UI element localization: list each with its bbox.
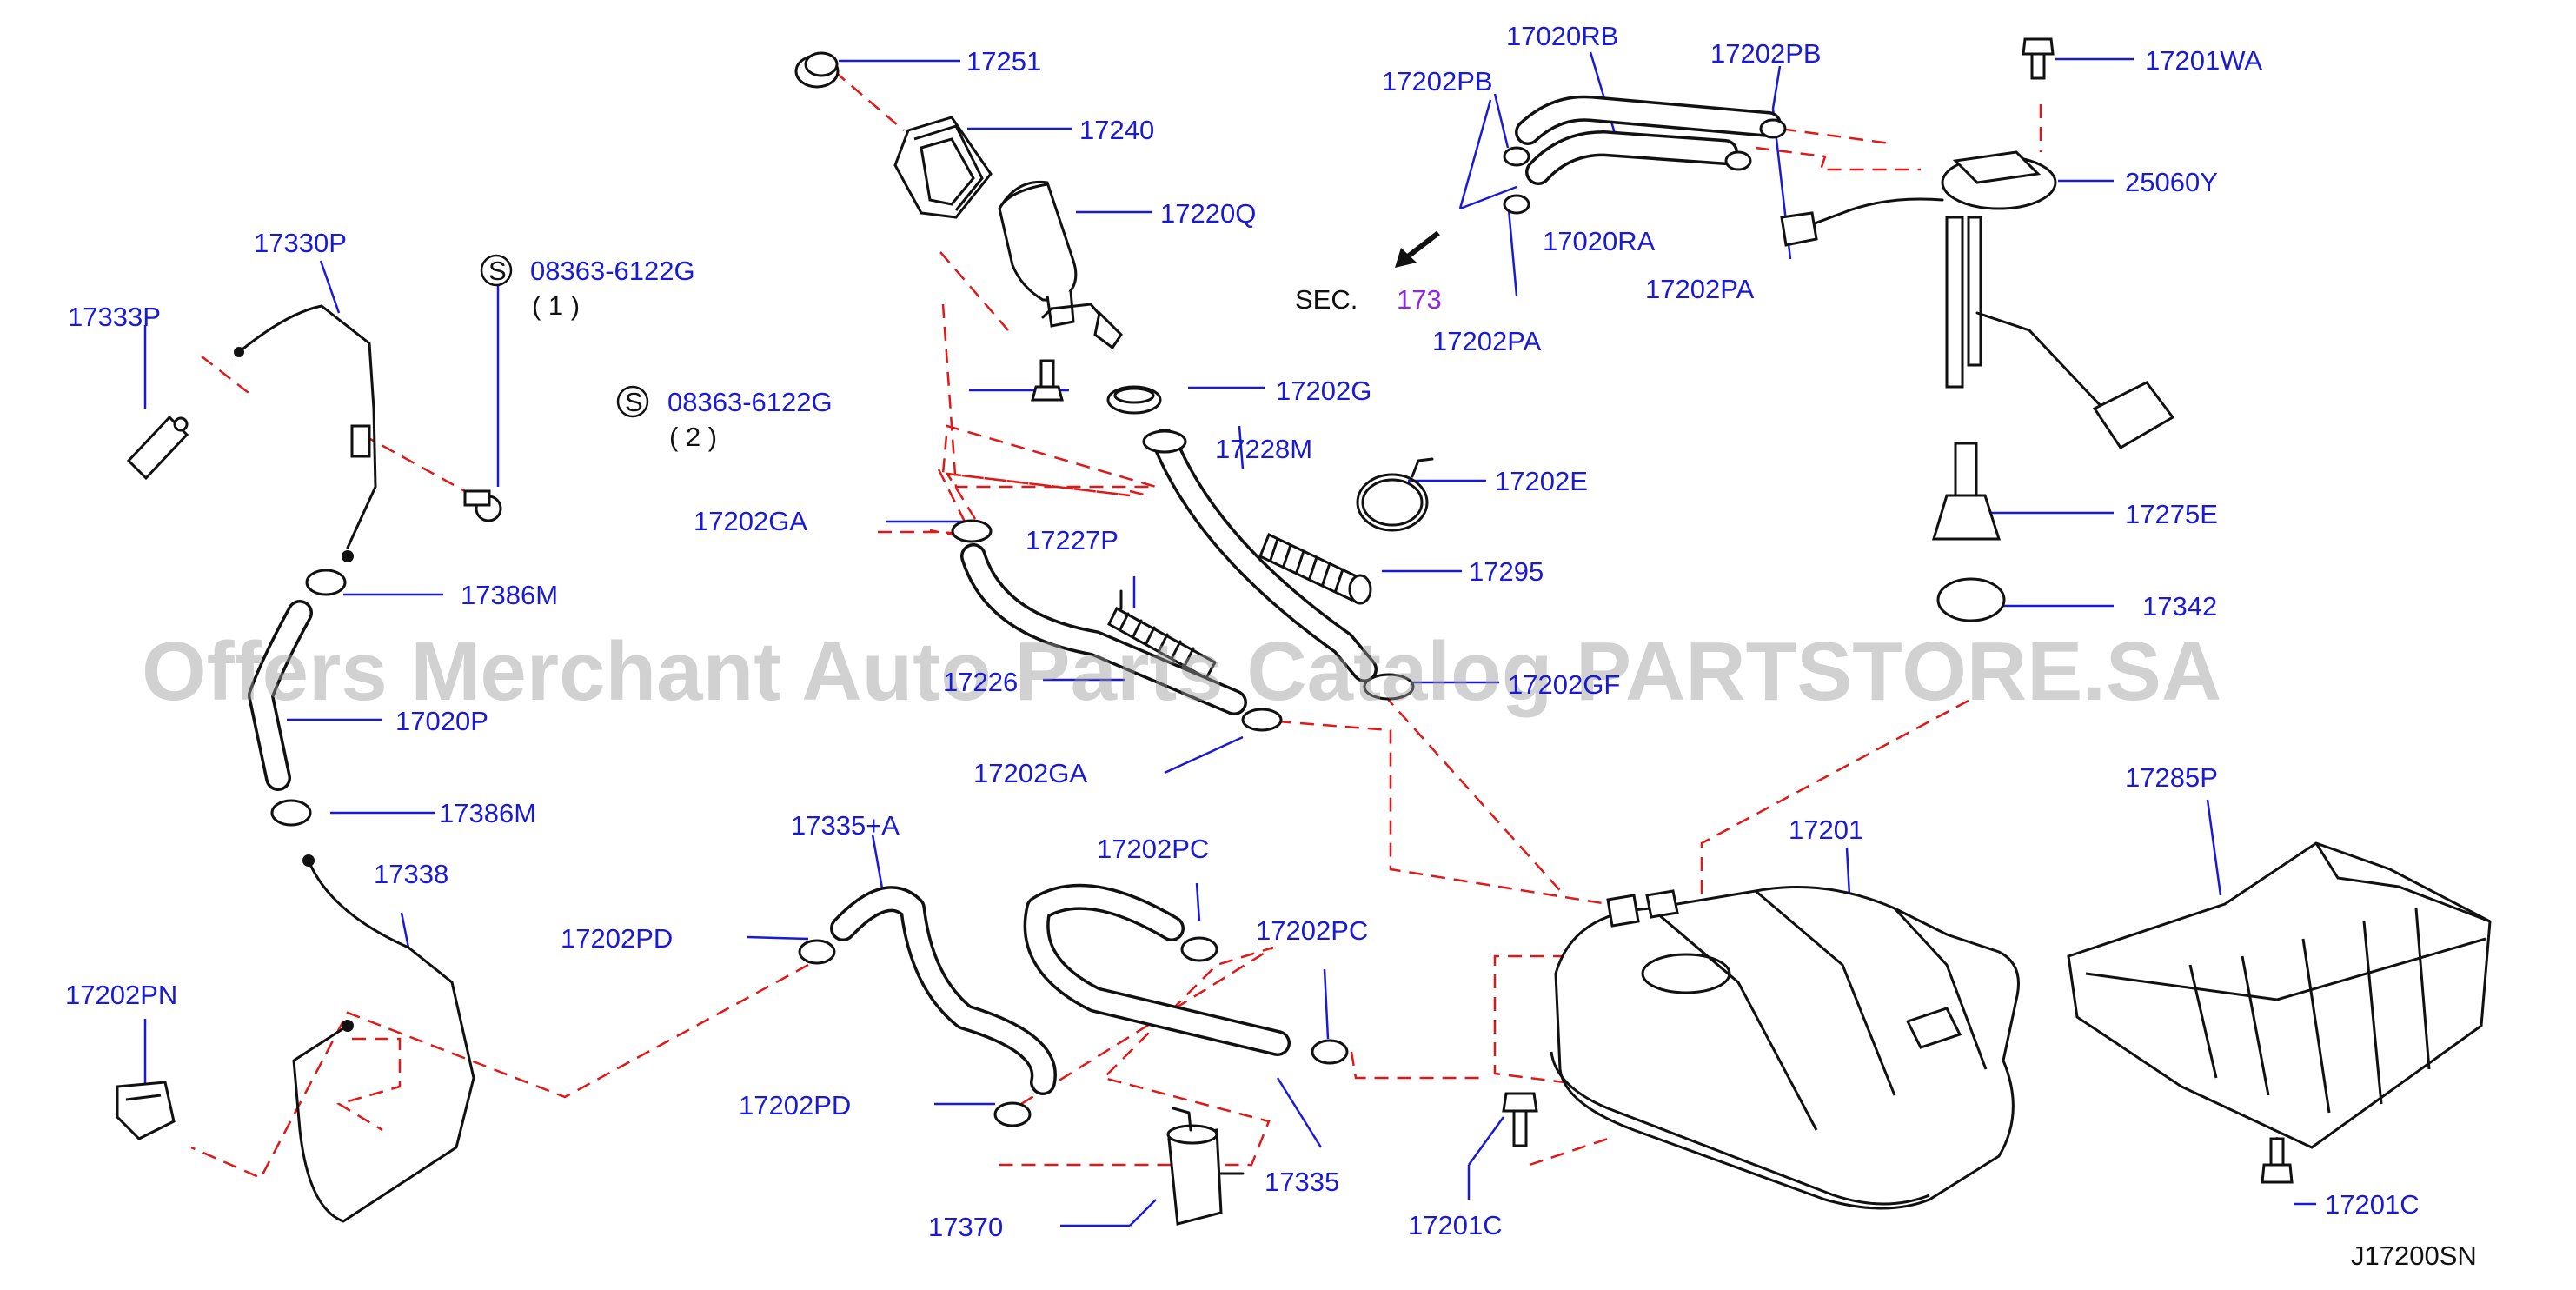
bolt-17201C-2-part	[2261, 1137, 2294, 1184]
callout-17251: 17251	[966, 46, 1041, 76]
callout-17202PC-2: 17202PC	[1256, 915, 1368, 946]
sec-number[interactable]: 173	[1397, 284, 1442, 315]
callout-17202PN: 17202PN	[65, 980, 177, 1010]
fuel-sender-25060Y-part	[1780, 150, 2175, 450]
callout-17202E: 17202E	[1495, 466, 1588, 496]
gasket-17342-part	[1936, 577, 2006, 622]
callout-17342: 17342	[2142, 591, 2217, 622]
heat-shield-17285P-part	[2067, 841, 2492, 1149]
callout-17202PD-1: 17202PD	[561, 923, 673, 954]
hose-17335-part	[1023, 883, 1291, 1056]
callout-17202PD-2: 17202PD	[739, 1090, 851, 1120]
hose-17020P-part	[248, 600, 313, 791]
callout-17227P: 17227P	[1026, 525, 1119, 555]
callout-17201: 17201	[1789, 815, 1863, 845]
filler-hose-17228M-part	[1142, 429, 1378, 682]
tube-bracket-17330P-part	[234, 304, 377, 562]
callout-17220Q: 17220Q	[1160, 198, 1256, 229]
callout-17295: 17295	[1469, 556, 1544, 587]
callout-08363-1-qty: ( 1 )	[532, 290, 580, 321]
fuel-tank-17201-part	[1550, 886, 2020, 1210]
clamp-17202E-part	[1356, 457, 1434, 532]
callout-17330P: 17330P	[254, 228, 347, 258]
callout-17020RA: 17020RA	[1543, 226, 1656, 256]
callout-17335A: 17335+A	[791, 810, 900, 841]
bolt-17201C-part	[1502, 1092, 1538, 1147]
bolt-part	[1031, 359, 1064, 402]
diagram-code: J17200SN	[2351, 1240, 2477, 1271]
callout-17275E: 17275E	[2125, 499, 2218, 529]
callout-17201WA: 17201WA	[2145, 45, 2262, 76]
screw-symbol-icon: S S	[480, 254, 649, 418]
callout-17335: 17335	[1265, 1167, 1339, 1197]
clamp-17386M-part	[270, 569, 347, 827]
filler-cap-part	[794, 51, 840, 89]
bolt-17201WA-part	[2022, 37, 2055, 80]
sec-arrow-icon	[1395, 230, 1440, 268]
callout-17386M-1: 17386M	[461, 580, 558, 610]
callout-17201C-2: 17201C	[2325, 1189, 2420, 1220]
vent-hose-17226-part	[960, 543, 1247, 715]
callout-17285P: 17285P	[2125, 762, 2218, 793]
clamp-17202PC-part	[1180, 936, 1349, 1065]
sec-prefix: SEC.	[1295, 284, 1358, 315]
callout-17202GA-1: 17202GA	[694, 506, 807, 536]
tube-17338-part	[292, 854, 475, 1223]
svg-text:S: S	[625, 387, 643, 417]
clamp-17202GF-part	[1363, 673, 1415, 701]
callout-17202PB-1: 17202PB	[1382, 66, 1493, 96]
callout-25060Y: 25060Y	[2125, 167, 2218, 197]
breather-hose-17295-part	[1258, 532, 1372, 605]
connector-17202PN-part	[116, 1081, 176, 1140]
screw-08363-part	[463, 489, 502, 522]
strainer-17275E-part	[1931, 442, 2002, 541]
callout-17240: 17240	[1079, 115, 1154, 145]
callout-08363-2-qty: ( 2 )	[669, 422, 717, 452]
callout-17202PA-1: 17202PA	[1645, 274, 1755, 304]
callout-17020RB: 17020RB	[1506, 21, 1618, 51]
callout-17201C-1: 17201C	[1408, 1210, 1503, 1240]
clamp-17202PD-part	[798, 939, 1032, 1127]
connector-17333P-part	[126, 415, 189, 481]
filler-grommet-part	[893, 116, 993, 219]
callout-17386M-2: 17386M	[439, 798, 536, 828]
canister-17370-part	[1166, 1107, 1245, 1226]
callout-labels: 17251 17240 17220Q 17202G 17228M 17202E …	[65, 21, 2477, 1271]
callout-17226: 17226	[943, 667, 1018, 697]
callout-17020P: 17020P	[395, 706, 488, 736]
callout-17202GF: 17202GF	[1508, 669, 1620, 700]
filler-neck-part	[998, 180, 1123, 350]
callout-17370: 17370	[928, 1212, 1003, 1242]
vent-lines-part	[1503, 95, 1787, 215]
callout-17202PB-2: 17202PB	[1710, 38, 1822, 69]
clamp-17202GA-part	[951, 519, 1283, 732]
callout-17202PC-1: 17202PC	[1097, 834, 1209, 864]
watermark-text: Offers Merchant Auto Parts Catalog PARTS…	[142, 625, 2221, 718]
callout-17202PA-2: 17202PA	[1432, 326, 1542, 356]
callout-17202G: 17202G	[1276, 376, 1371, 406]
callout-17228M: 17228M	[1215, 434, 1312, 464]
callout-08363-2: 08363-6122G	[667, 387, 833, 417]
hose-17335A-part	[830, 886, 1057, 1095]
clamp-17202G-part	[1106, 385, 1162, 415]
callout-17202GA-2: 17202GA	[973, 758, 1087, 788]
callout-17333P: 17333P	[68, 302, 161, 332]
callout-17338: 17338	[374, 859, 448, 889]
callout-08363-1: 08363-6122G	[530, 256, 695, 286]
svg-text:S: S	[488, 256, 507, 286]
